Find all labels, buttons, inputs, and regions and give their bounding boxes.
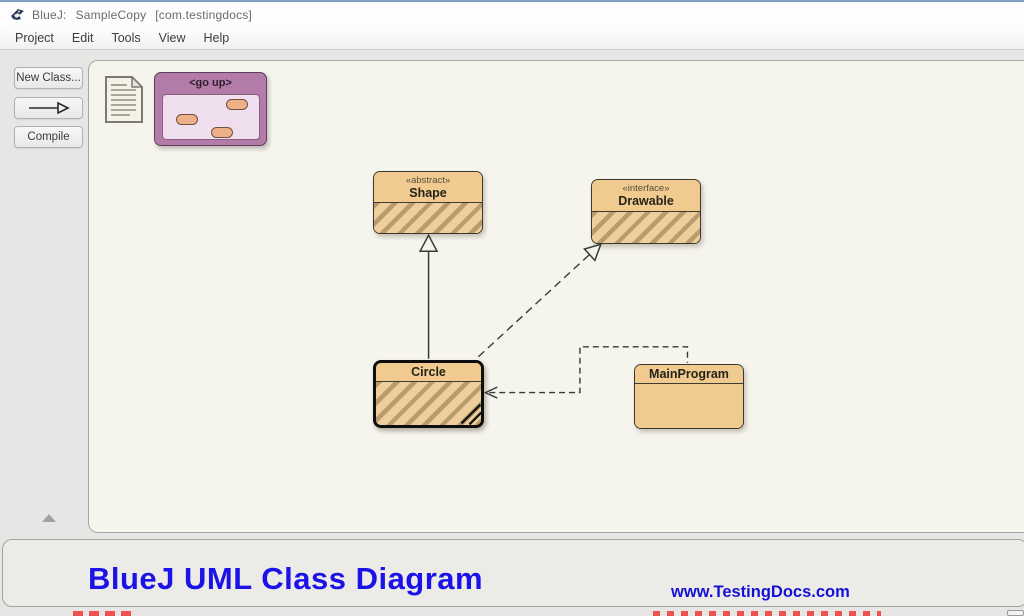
menu-tools[interactable]: Tools [111, 31, 141, 45]
compile-button[interactable]: Compile [14, 126, 83, 148]
package-contents [162, 94, 260, 140]
menu-help[interactable]: Help [203, 31, 230, 45]
window-title-package: [com.testingdocs] [155, 7, 253, 22]
implements-arrow-circle-drawable [477, 243, 603, 358]
menu-view[interactable]: View [158, 31, 186, 45]
clipped-red-text-artifact [105, 611, 115, 616]
clipped-red-text-artifact [653, 611, 881, 616]
class-shape[interactable]: «abstract» Shape [373, 171, 483, 234]
class-circle-header: Circle [376, 363, 481, 382]
dependency-arrow-button[interactable] [14, 97, 83, 119]
clipped-button-artifact [1007, 610, 1024, 616]
class-drawable-name: Drawable [618, 194, 674, 208]
extends-arrow-circle-shape [418, 233, 439, 359]
class-mainprogram-name: MainProgram [649, 367, 729, 381]
expand-panel-icon[interactable] [42, 514, 56, 522]
title-bar: BlueJ: SampleCopy [com.testingdocs] [0, 2, 1024, 27]
menu-project[interactable]: Project [15, 31, 54, 45]
window-title-project: SampleCopy [75, 7, 147, 22]
package-class-blob [226, 99, 248, 110]
class-mainprogram[interactable]: MainProgram [634, 364, 744, 429]
package-go-up[interactable]: <go up> [154, 72, 267, 146]
package-class-blob [176, 114, 198, 125]
clipped-red-text-artifact [89, 611, 99, 616]
window-title: BlueJ: SampleCopy [com.testingdocs] [32, 8, 261, 22]
caption-website: www.TestingDocs.com [671, 583, 850, 601]
class-circle[interactable]: Circle [373, 360, 484, 428]
class-shape-stereotype: «abstract» [405, 175, 451, 186]
project-notes-icon[interactable] [105, 76, 143, 123]
class-mainprogram-header: MainProgram [635, 365, 743, 384]
class-diagram-canvas[interactable]: <go up> «abstract» Shape «interface» Dra… [88, 60, 1024, 533]
window-top-edge [0, 0, 1024, 2]
class-shape-body [374, 203, 482, 233]
class-shape-header: «abstract» Shape [374, 172, 482, 203]
class-circle-name: Circle [411, 365, 446, 379]
package-label: <go up> [189, 77, 232, 89]
clipped-red-text-artifact [121, 611, 131, 616]
class-mainprogram-body [635, 384, 743, 428]
package-class-blob [211, 127, 233, 138]
bluej-app-icon [11, 8, 24, 20]
class-drawable-header: «interface» Drawable [592, 180, 700, 212]
class-drawable[interactable]: «interface» Drawable [591, 179, 701, 244]
class-drawable-stereotype: «interface» [622, 183, 670, 194]
new-class-button[interactable]: New Class... [14, 67, 83, 89]
caption-heading: BlueJ UML Class Diagram [88, 561, 484, 596]
menu-bar: Project Edit Tools View Help [0, 27, 1024, 50]
menu-edit[interactable]: Edit [71, 31, 94, 45]
class-drawable-body [592, 212, 700, 243]
caption-panel [2, 539, 1024, 607]
uses-arrow-icon [28, 101, 70, 115]
clipped-red-text-artifact [73, 611, 83, 616]
class-shape-name: Shape [409, 186, 447, 200]
window-title-app: BlueJ: [32, 7, 67, 22]
class-circle-body [376, 382, 481, 425]
